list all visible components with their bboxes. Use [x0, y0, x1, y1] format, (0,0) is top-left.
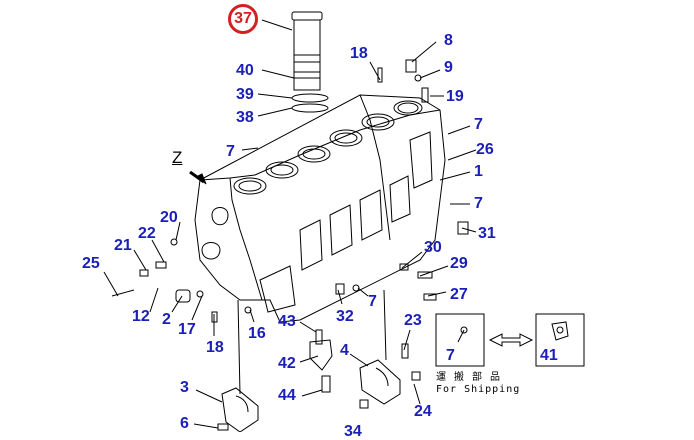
- part-label-39: 39: [236, 86, 254, 103]
- part-label-3: 3: [180, 379, 189, 396]
- leader-lines: [103, 19, 477, 429]
- part-label-17: 17: [178, 321, 196, 338]
- shipping-box-left: [435, 313, 485, 367]
- part-label-6: 6: [180, 415, 189, 432]
- part-label-41: 41: [540, 347, 558, 364]
- part-label-18-top: 18: [350, 45, 368, 62]
- part-label-42: 42: [278, 355, 296, 372]
- bearing-cap-3: [221, 387, 259, 432]
- part-label-2: 2: [162, 311, 171, 328]
- shipping-note-english: For Shipping: [436, 384, 521, 395]
- part-label-29: 29: [450, 255, 468, 272]
- part-label-32: 32: [336, 308, 354, 325]
- part-label-9: 9: [444, 59, 453, 76]
- block-outline: [194, 94, 446, 323]
- shipping-note: 運 搬 部 品 For Shipping: [436, 372, 520, 396]
- part-label-7-right-top: 7: [474, 116, 483, 133]
- part-label-26: 26: [476, 141, 494, 158]
- part-label-8: 8: [444, 32, 453, 49]
- part-label-20: 20: [160, 209, 178, 226]
- part-label-27: 27: [450, 286, 468, 303]
- cylinder-bores: [233, 100, 423, 195]
- part-label-7-bottom: 7: [368, 293, 377, 310]
- cylinder-liner: [291, 11, 323, 91]
- part-label-4: 4: [340, 342, 349, 359]
- part-label-7-right-mid: 7: [474, 195, 483, 212]
- part-label-22: 22: [138, 225, 156, 242]
- double-arrow: [488, 333, 534, 347]
- part-label-7-left: 7: [226, 143, 235, 160]
- small-parts: [111, 59, 469, 431]
- shipping-box-right: [535, 313, 585, 367]
- part-label-23: 23: [404, 312, 422, 329]
- part-label-18-bottom: 18: [206, 339, 224, 356]
- part-label-12: 12: [132, 308, 150, 325]
- shipping-note-japanese: 運 搬 部 品: [436, 372, 502, 383]
- part-label-1: 1: [474, 163, 483, 180]
- highlighted-part-callout: 37: [228, 4, 258, 34]
- part-label-24: 24: [414, 403, 432, 420]
- o-ring-39: [291, 93, 329, 103]
- view-z-marker: Z: [172, 148, 183, 167]
- part-label-16: 16: [248, 325, 266, 342]
- part-label-19: 19: [446, 88, 464, 105]
- part-label-31: 31: [478, 225, 496, 242]
- part-label-40: 40: [236, 62, 254, 79]
- part-label-43: 43: [278, 313, 296, 330]
- part-label-38: 38: [236, 109, 254, 126]
- part-label-44: 44: [278, 387, 296, 404]
- o-ring-38: [291, 103, 329, 113]
- part-label-21: 21: [114, 237, 132, 254]
- bearing-cap-4: [359, 359, 401, 405]
- part-label-25: 25: [82, 255, 100, 272]
- part-label-34: 34: [344, 423, 362, 440]
- part-label-7-shipping: 7: [446, 347, 455, 364]
- bracket-42: [309, 339, 333, 371]
- part-label-30: 30: [424, 239, 442, 256]
